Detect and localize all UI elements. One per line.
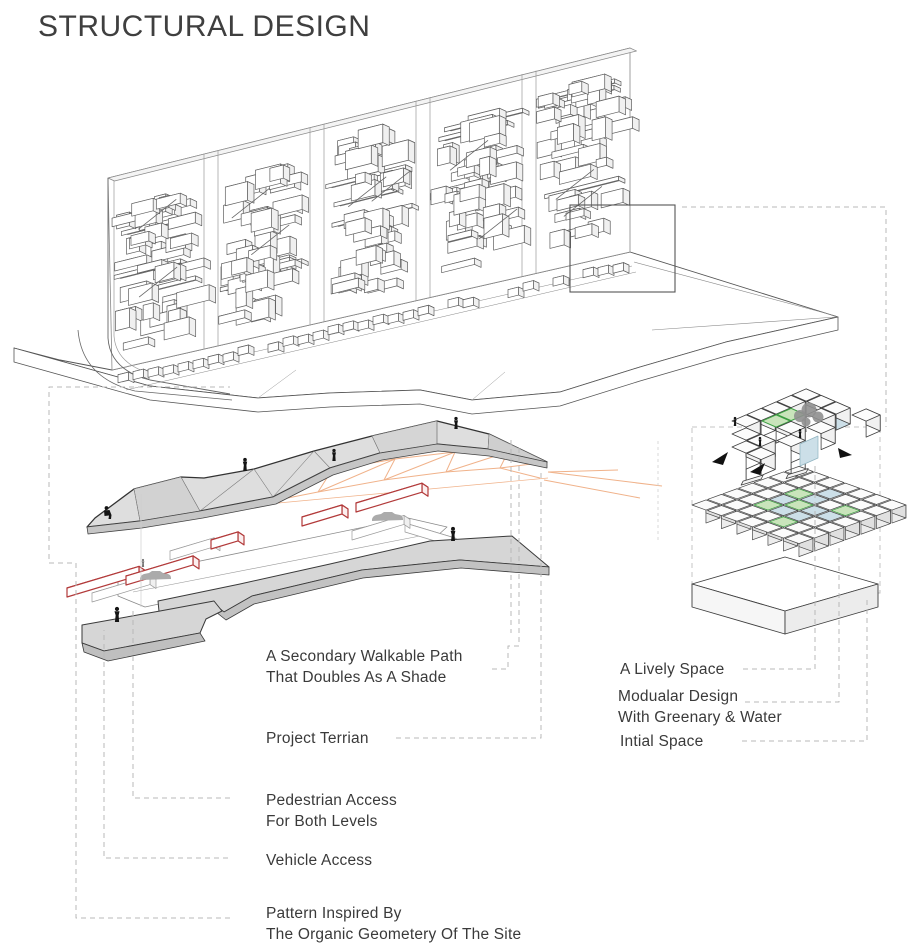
module-tower (111, 192, 216, 351)
label-pattern-inspired: Pattern Inspired By The Organic Geometer… (266, 903, 521, 945)
red-access-bars (66, 482, 429, 598)
label-vehicle-access: Vehicle Access (266, 850, 372, 871)
module-tower (536, 73, 640, 249)
lower-terrain (81, 535, 550, 662)
leader-lively-space (743, 462, 816, 670)
label-initial-space: Intial Space (620, 731, 703, 752)
label-line: Project Terrian (266, 730, 369, 747)
label-pedestrian-access: Pedestrian Access For Both Levels (266, 790, 397, 832)
label-line: Pattern Inspired By (266, 905, 402, 922)
leader-vehicle-access (103, 630, 228, 859)
leader-secondary-path (492, 445, 520, 670)
label-line: Pedestrian Access (266, 792, 397, 809)
label-line: With Greenary & Water (618, 709, 782, 726)
label-lively-space: A Lively Space (620, 659, 724, 680)
label-line: A Lively Space (620, 661, 725, 678)
leader-pattern-inspired (48, 386, 230, 919)
terrain-detail-diagram (66, 416, 663, 662)
leader-detail-callout (682, 206, 887, 427)
module-tower (325, 123, 419, 295)
shade-canopy (86, 420, 548, 535)
direction-arrow-icons (712, 448, 852, 475)
detail-callout-box (569, 204, 676, 293)
tree-icon (794, 402, 824, 433)
initial-space-slab (691, 556, 879, 635)
leader-project-terrain (396, 470, 542, 739)
modular-exploded-diagram (691, 388, 907, 635)
label-line: The Organic Geometery Of The Site (266, 926, 522, 943)
label-line: A Secondary Walkable Path (266, 648, 463, 665)
label-modular-design: Modualar Design With Greenary & Water (618, 686, 782, 728)
label-secondary-path: A Secondary Walkable Path That Doubles A… (266, 646, 463, 688)
lively-space-module (731, 388, 881, 486)
label-project-terrain: Project Terrian (266, 728, 369, 749)
module-tower (430, 107, 532, 274)
car-icons (140, 512, 403, 580)
module-tower (218, 163, 309, 326)
label-line: For Both Levels (266, 813, 378, 830)
leader-modular-design (745, 545, 840, 703)
label-line: Vehicle Access (266, 852, 373, 869)
label-line: That Doubles As A Shade (266, 669, 447, 686)
leader-initial-space (742, 600, 868, 742)
label-line: Intial Space (620, 733, 704, 750)
main-structural-wall-diagram (13, 47, 839, 415)
module-figure-icons (733, 416, 802, 446)
page-title: STRUCTURAL DESIGN (38, 10, 371, 43)
human-figure-icons (104, 416, 459, 622)
module-cube-grid (691, 466, 907, 557)
leader-lines (48, 206, 887, 919)
base-cube-row (117, 262, 630, 384)
label-line: Modualar Design (618, 688, 739, 705)
